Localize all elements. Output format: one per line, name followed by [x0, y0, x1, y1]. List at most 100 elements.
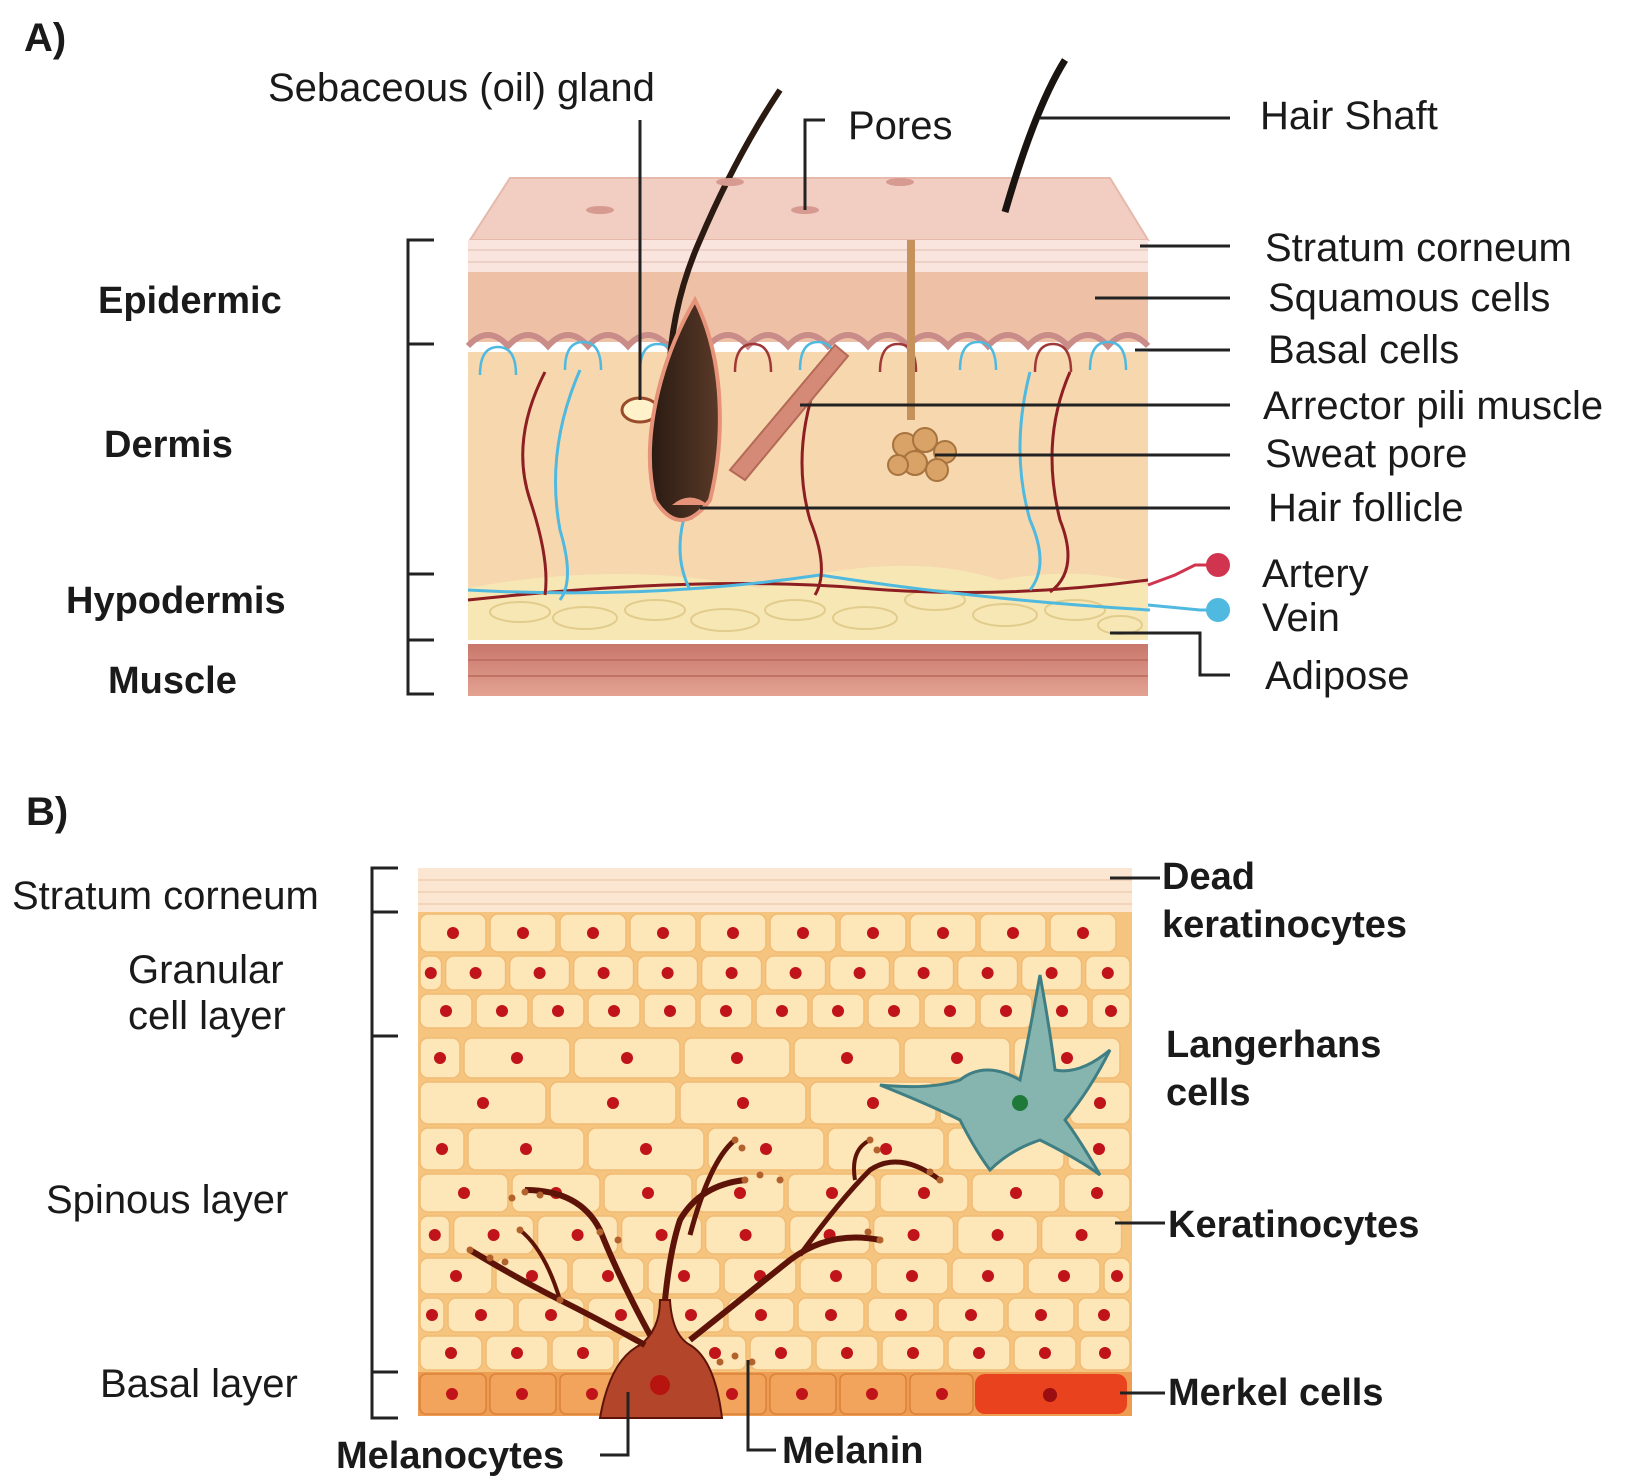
- cell-nucleus: [796, 1388, 808, 1400]
- layer-basal: Basal layer: [100, 1362, 298, 1406]
- cell-nucleus: [642, 1187, 654, 1199]
- label-squamous-cells: Squamous cells: [1268, 276, 1551, 320]
- cell-nucleus: [458, 1187, 470, 1199]
- layer-spinous: Spinous layer: [46, 1178, 289, 1222]
- cell-nucleus: [867, 927, 879, 939]
- cell-nucleus: [734, 1187, 746, 1199]
- label-melanin: Melanin: [782, 1430, 924, 1472]
- cell-nucleus: [797, 927, 809, 939]
- cell-nucleus: [657, 927, 669, 939]
- cell-nucleus: [981, 967, 994, 979]
- stratum-corneum-band: [468, 240, 1148, 272]
- panel-a-leaders: [638, 116, 1230, 677]
- cell-nucleus: [487, 1229, 500, 1241]
- cell-nucleus: [826, 1187, 838, 1199]
- cell-nucleus: [475, 1309, 487, 1321]
- region-muscle: Muscle: [108, 660, 237, 702]
- keratinocyte-grid: [419, 913, 1131, 1415]
- cell-nucleus: [447, 927, 459, 939]
- cell-nucleus: [937, 927, 949, 939]
- cell-nucleus: [545, 1309, 557, 1321]
- cell-nucleus: [655, 1229, 668, 1241]
- cell-nucleus: [661, 967, 674, 979]
- cell-nucleus: [991, 1229, 1004, 1241]
- melanin-granule: [516, 1226, 524, 1234]
- cell-nucleus: [1010, 1187, 1022, 1199]
- cell-nucleus: [725, 967, 738, 979]
- cell-nucleus: [760, 1143, 772, 1155]
- cell-nucleus: [1105, 1005, 1117, 1017]
- cell-nucleus: [726, 1388, 738, 1400]
- label-dead-line2: keratinocytes: [1162, 904, 1408, 946]
- cell-nucleus: [832, 1005, 844, 1017]
- label-keratinocytes: Keratinocytes: [1168, 1204, 1420, 1246]
- cell-nucleus: [526, 1270, 538, 1282]
- cell-nucleus: [895, 1309, 907, 1321]
- hair-shaft-right: [1001, 58, 1068, 213]
- cell-nucleus: [775, 1347, 787, 1359]
- cell-nucleus: [511, 1052, 523, 1064]
- cell-nucleus: [907, 1229, 920, 1241]
- cell-nucleus: [906, 1270, 918, 1282]
- melanin-granule: [926, 1168, 934, 1176]
- label-adipose: Adipose: [1265, 654, 1410, 698]
- cell-nucleus: [951, 1052, 963, 1064]
- cell-nucleus: [737, 1097, 749, 1109]
- cell-nucleus: [1000, 1005, 1012, 1017]
- melanin-granule: [508, 1194, 516, 1202]
- cell-nucleus: [965, 1309, 977, 1321]
- cell-nucleus: [917, 967, 930, 979]
- cell-nucleus: [520, 1143, 532, 1155]
- label-langerhans-line1: Langerhans: [1166, 1024, 1382, 1066]
- melanin-granule: [556, 1296, 564, 1304]
- label-vein: Vein: [1262, 596, 1340, 640]
- cell-nucleus: [973, 1347, 985, 1359]
- melanin-granule: [466, 1246, 474, 1254]
- cell-nucleus: [830, 1270, 842, 1282]
- cell-nucleus: [825, 1309, 837, 1321]
- cell-nucleus: [1058, 1270, 1070, 1282]
- cell-nucleus: [841, 1052, 853, 1064]
- melanin-granule: [866, 1136, 874, 1144]
- cell-nucleus: [1035, 1309, 1047, 1321]
- cell-nucleus: [424, 967, 437, 979]
- cell-nucleus: [907, 1347, 919, 1359]
- label-langerhans-line2: cells: [1166, 1072, 1251, 1114]
- melanin-granule: [731, 1352, 739, 1360]
- hair-follicle-shape: [648, 295, 722, 522]
- label-dead-line1: Dead: [1162, 856, 1255, 898]
- cell-nucleus: [888, 1005, 900, 1017]
- cell-nucleus: [776, 1005, 788, 1017]
- cell-nucleus: [1061, 1052, 1073, 1064]
- arrector-pili-shape: [728, 343, 850, 482]
- cell-nucleus: [1091, 1187, 1103, 1199]
- cell-nucleus: [789, 967, 802, 979]
- panel-b-leaders: [600, 876, 1165, 1457]
- cell-nucleus: [1045, 967, 1058, 979]
- melanin-granule: [776, 1176, 784, 1184]
- cell-nucleus: [446, 1388, 458, 1400]
- region-hypodermis: Hypodermis: [66, 580, 286, 622]
- epidermis-illustration: [418, 868, 1132, 1419]
- cell-nucleus: [685, 1309, 697, 1321]
- cell-nucleus: [450, 1270, 462, 1282]
- label-sebaceous-gland: Sebaceous (oil) gland: [268, 66, 655, 110]
- cell-nucleus: [608, 1005, 620, 1017]
- cell-nucleus: [918, 1187, 930, 1199]
- cell-nucleus: [982, 1270, 994, 1282]
- cell-nucleus: [1056, 1005, 1068, 1017]
- melanin-granule: [716, 1358, 724, 1366]
- cell-nucleus: [621, 1052, 633, 1064]
- layer-granular-line2: cell layer: [128, 994, 286, 1038]
- cell-nucleus: [936, 1388, 948, 1400]
- langerhans-cell-shape: [879, 974, 1112, 1177]
- panel-b-bracket: [370, 866, 398, 1420]
- melanin-granules: [466, 1136, 944, 1366]
- melanocyte-shape: [468, 1138, 942, 1419]
- cell-nucleus: [853, 967, 866, 979]
- melanin-granule: [536, 1191, 544, 1199]
- melanin-granule: [756, 1171, 764, 1179]
- squamous-layer: [468, 272, 1148, 342]
- cell-nucleus: [1093, 1143, 1105, 1155]
